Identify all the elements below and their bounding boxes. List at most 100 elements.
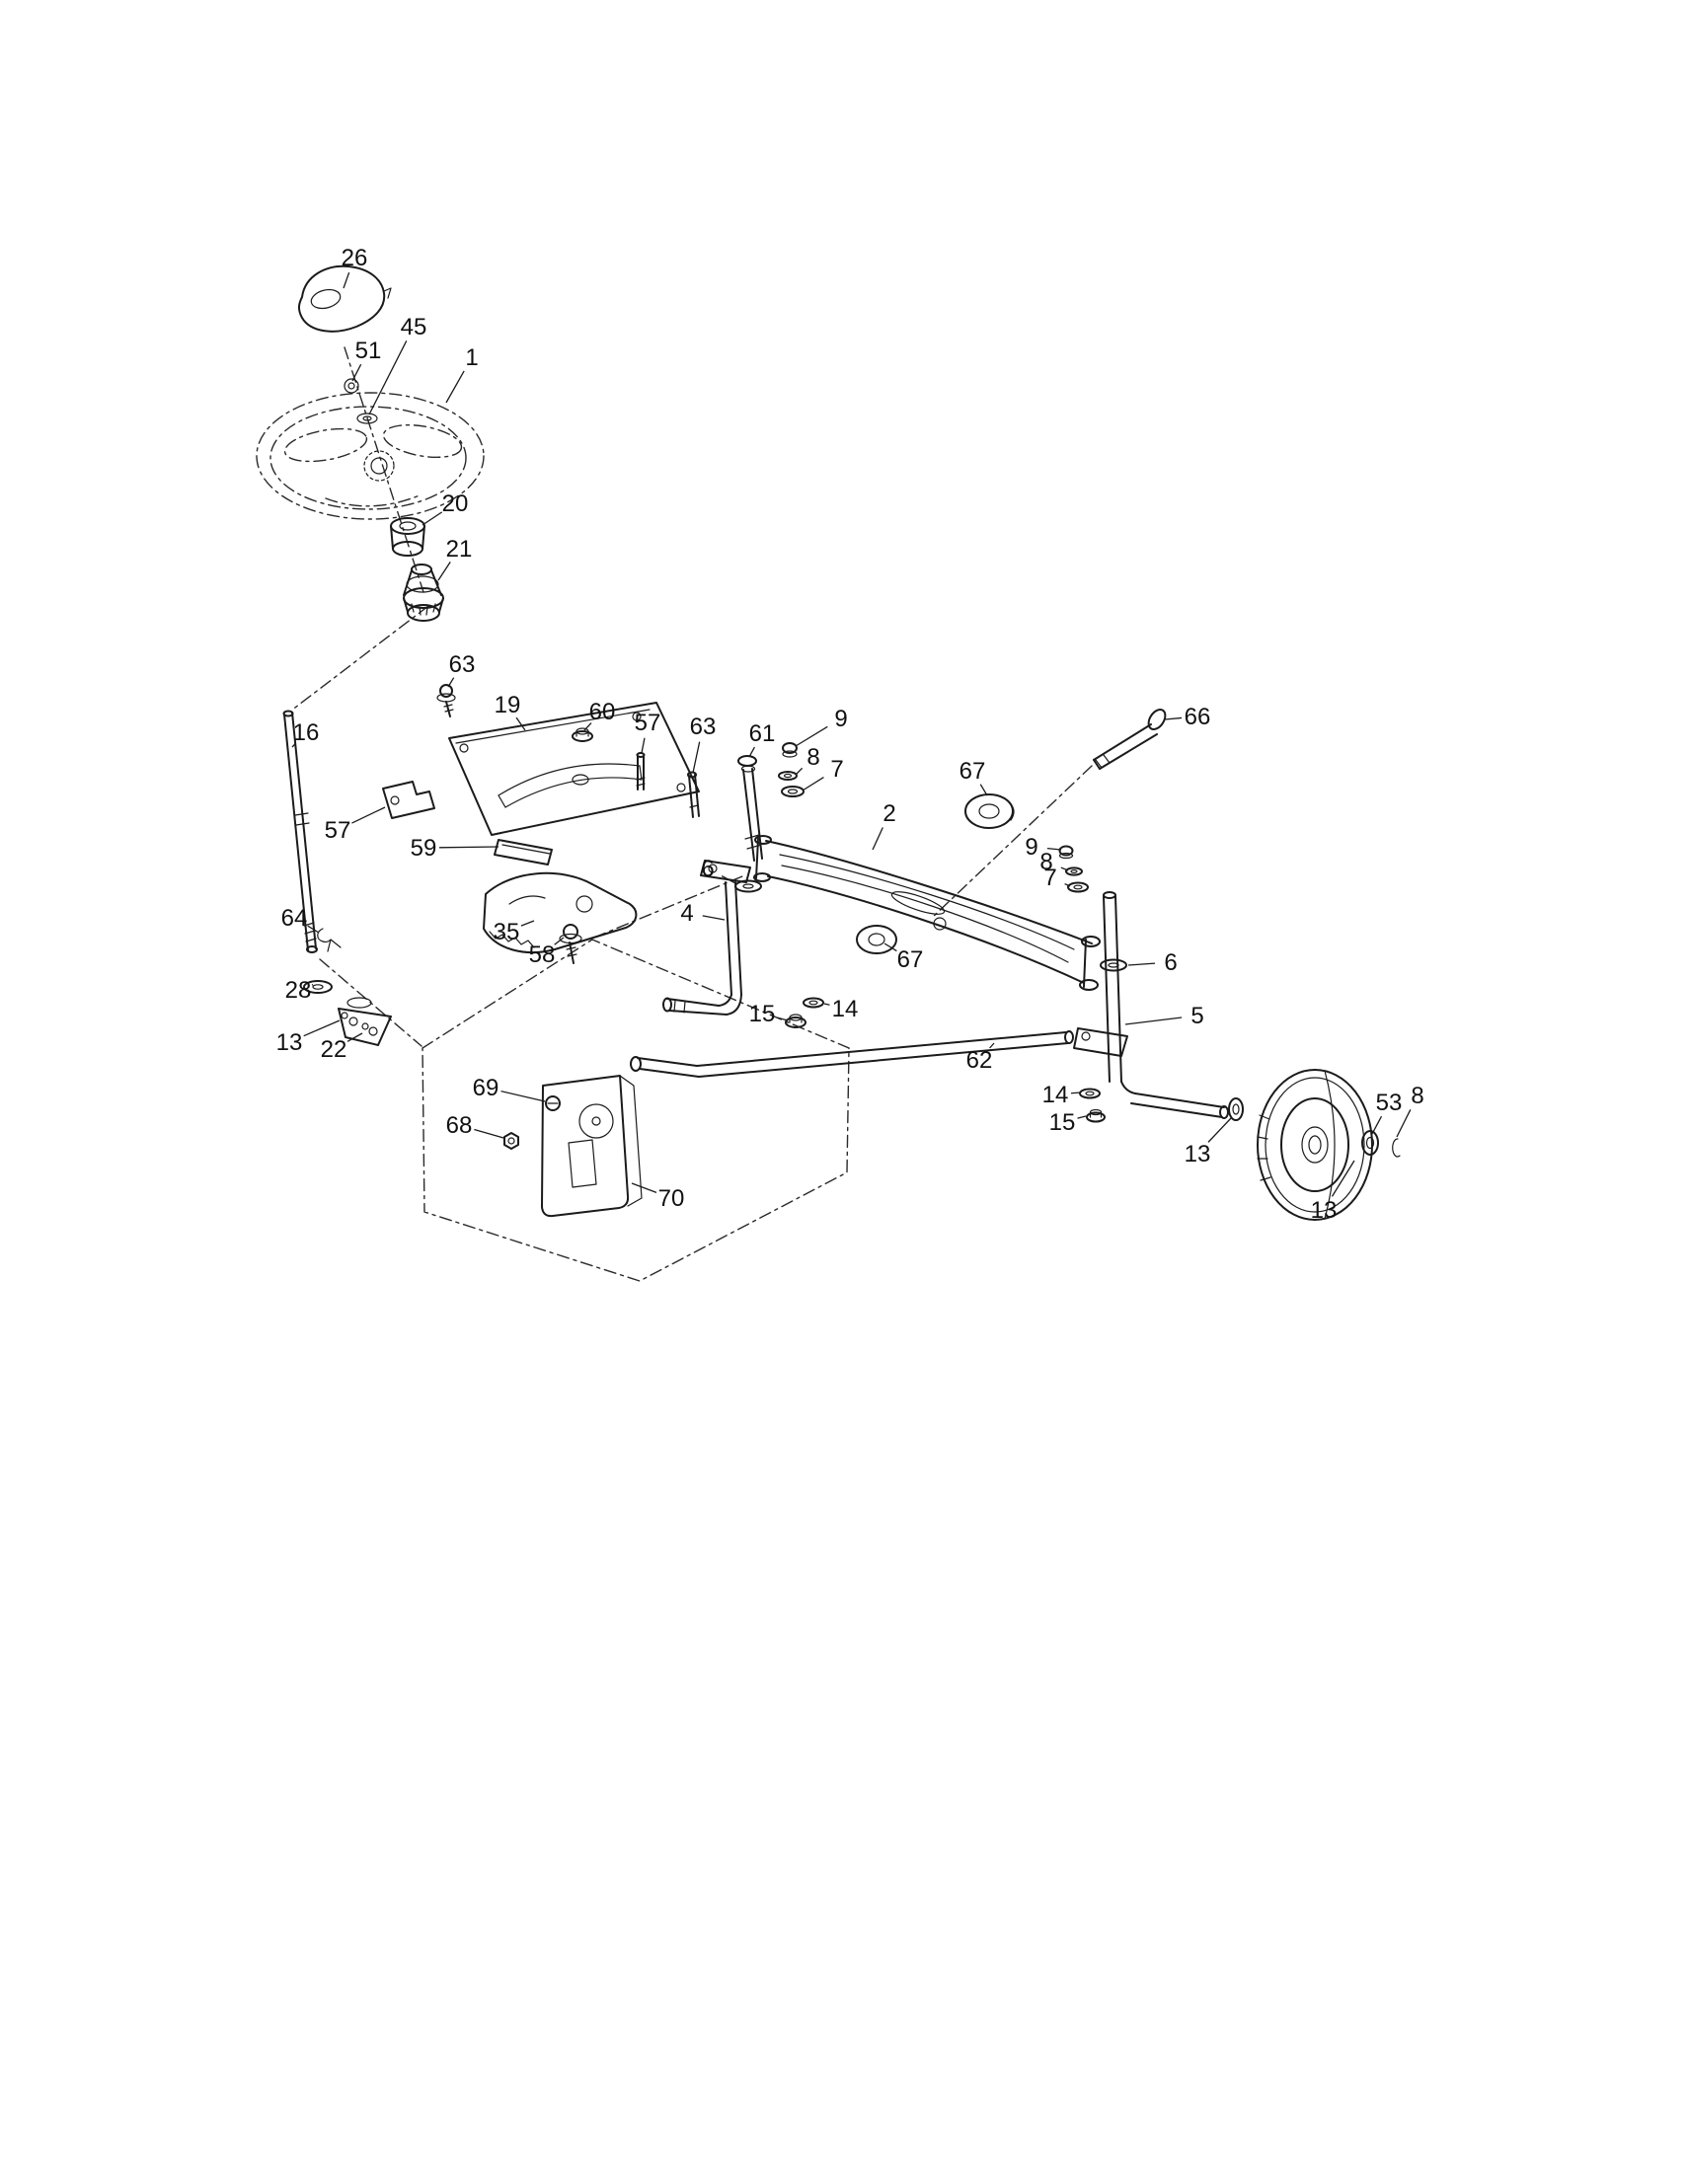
callout-label: 67 [959,758,986,785]
adapter-side [422,525,425,550]
plate-outline [448,702,700,836]
bracket-hole [390,795,400,805]
callout-leader-line [291,743,296,748]
beam-left-boss-top [754,835,772,845]
bearing-plate [338,997,392,1046]
bolt-13 [361,1022,369,1030]
shaft-coupler [294,812,310,826]
callout-leader-line [777,1017,789,1021]
beam-rib [781,865,1069,963]
steering-wheel-cap [298,264,392,333]
callout-leader-line [368,339,408,415]
bolt-threads [443,704,454,713]
washer-outline [856,925,897,954]
callout-leader-line [1077,1115,1087,1119]
callout-leader-line [307,925,320,934]
stud-threads [636,777,646,787]
callout-label: 63 [690,714,717,740]
bolt-head [1147,709,1167,730]
spacer-detail [501,844,551,855]
washer-6 [734,879,762,893]
front-wheel [1257,1069,1373,1221]
washer-13-bore [1232,1103,1240,1115]
tie-rod [630,1030,1074,1078]
bolt-head [737,755,757,767]
wheel-spoke-cutout [382,423,463,459]
washer-8 [778,771,798,781]
retaining-ring-8 [1392,1138,1401,1158]
callout-label: 53 [1376,1090,1403,1116]
rim [1280,1097,1349,1192]
boot-knurl [411,603,436,616]
flange-nut-15-right [1086,1108,1106,1123]
washer-outline [1079,1088,1101,1099]
washer-6-bore [742,883,754,889]
callout-label: 35 [494,919,520,945]
washer-13 [1228,1097,1244,1121]
bolt-58 [559,924,582,964]
callout-label: 8 [1039,849,1052,875]
callout-leader-line [641,737,646,754]
tire-sidewall [1265,1077,1365,1213]
callout-label: 13 [1311,1197,1338,1224]
nut-68-bore [507,1137,515,1145]
stub-axle-end [1219,1105,1229,1119]
pivot-washer-upper [964,793,1015,829]
rod-eyelet-right [1064,1030,1074,1044]
callout-leader-line [554,937,565,945]
callout-label: 14 [1042,1082,1069,1108]
callout-label: 4 [680,900,693,927]
nut-flange [1086,1111,1106,1123]
washer-bore [312,984,324,990]
callout-label: 59 [411,835,437,862]
callout-leader-line [422,511,443,526]
callout-label: 19 [495,692,521,718]
cap-tab [383,287,392,299]
callout-leader-line [515,716,526,731]
boot-rib [406,575,439,593]
boot-side [403,597,444,613]
callout-leader-line [1396,1109,1412,1138]
rod-eyelet-left [630,1056,642,1072]
plate-hole [368,1026,378,1036]
rod-edge [639,1042,1069,1078]
callout-leader-line [692,741,701,774]
hardware-stack-left [778,742,805,797]
hub [1301,1126,1329,1164]
plate-hole [348,1017,358,1026]
pivot-bolt [1093,709,1167,770]
hub-bore [1308,1135,1322,1155]
callout-label: 61 [749,720,776,747]
shaft-edge [283,714,309,951]
beam-rib [779,854,1075,950]
axle-beam [753,835,1101,991]
spindle-shaft [1103,895,1111,1083]
boot-top [411,564,432,575]
washer-45-bore [362,415,372,421]
spindle-shaft [734,881,742,996]
gear-slot [508,895,546,905]
spindle-arm-hole [708,864,718,873]
callout-label: 20 [442,490,469,517]
washer-28 [303,980,333,994]
callout-leader-line [351,806,386,824]
callout-leader-line [1064,882,1071,887]
washer-7 [781,786,805,797]
washer-14-right [1079,1088,1101,1099]
spacer-outline [494,839,553,866]
callout-label: 67 [897,946,924,973]
callout-label: 14 [832,996,859,1022]
bracket-side [619,1075,643,1207]
cotter-pin [317,928,342,952]
adapter-bottom [392,541,423,557]
cap-nut-9-base [1058,852,1074,860]
bolt-shank [445,701,451,717]
bolt-13 [341,1012,348,1019]
callout-label: 6 [1164,949,1177,976]
callout-leader-line [721,874,738,885]
washer-53 [1361,1130,1379,1156]
beam-left-boss [755,838,759,879]
steering-boot [403,564,444,622]
